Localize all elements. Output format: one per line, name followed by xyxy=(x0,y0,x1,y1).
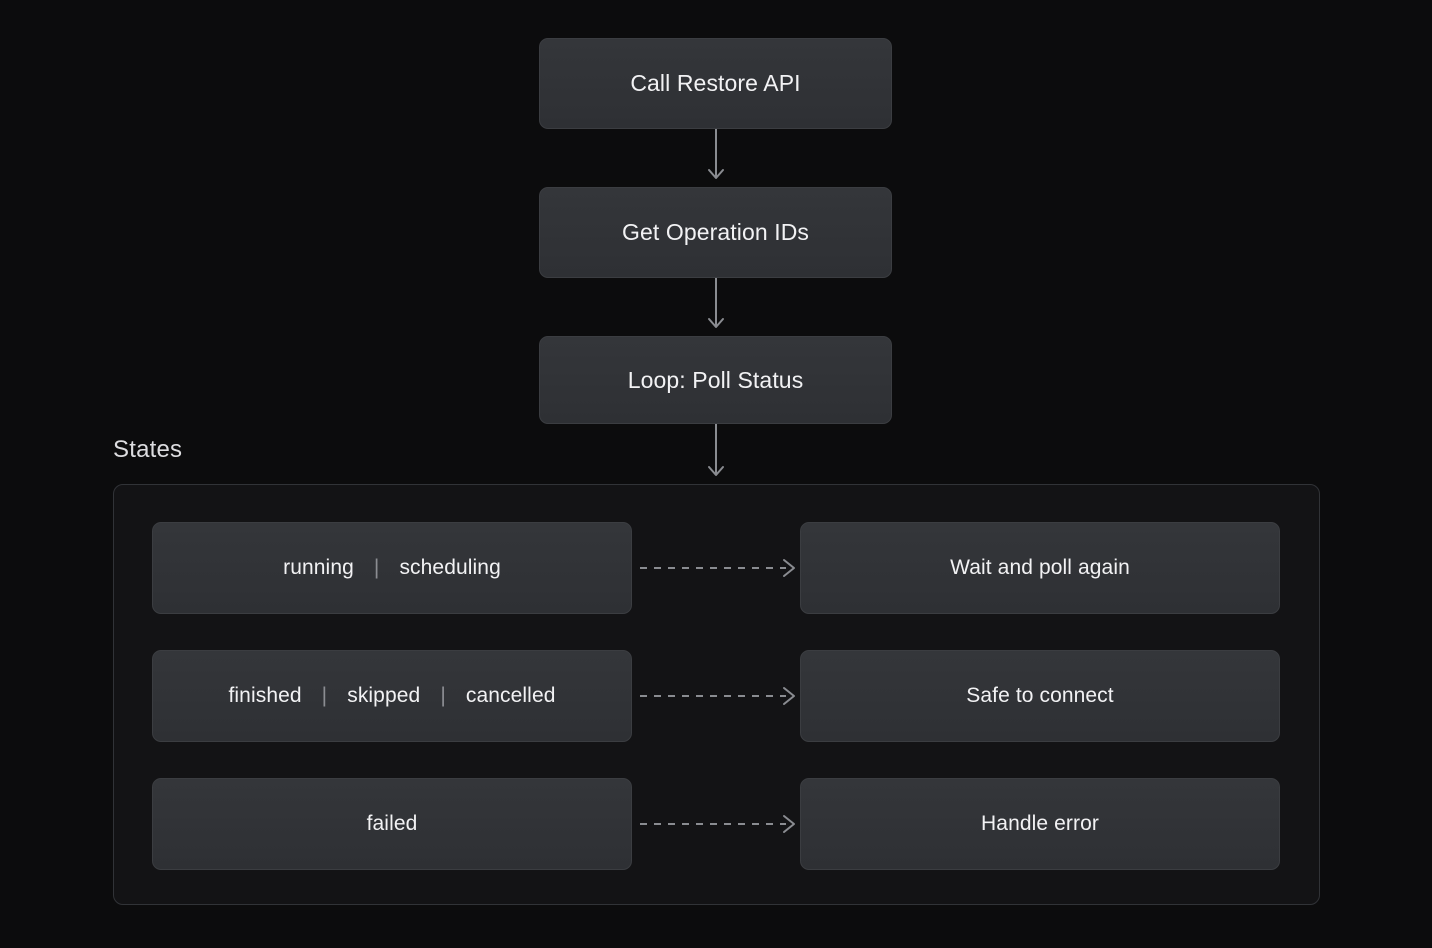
flow-node-get-operation-ids[interactable]: Get Operation IDs xyxy=(539,187,892,278)
arrow-loop-to-states xyxy=(700,424,732,484)
state-term: skipped xyxy=(347,684,421,707)
action-node-handle-error[interactable]: Handle error xyxy=(800,778,1280,870)
action-node-wait-and-poll-again[interactable]: Wait and poll again xyxy=(800,522,1280,614)
state-term: failed xyxy=(366,812,418,835)
flow-node-label: Call Restore API xyxy=(630,70,801,96)
state-separator: | xyxy=(440,684,446,707)
state-term: cancelled xyxy=(465,684,556,707)
state-separator: | xyxy=(373,556,380,579)
state-chip-running-scheduling[interactable]: running | scheduling xyxy=(152,522,632,614)
flow-node-label: Get Operation IDs xyxy=(621,219,810,245)
arrow-get-to-loop xyxy=(700,278,732,336)
flow-node-call-restore-api[interactable]: Call Restore API xyxy=(539,38,892,129)
action-node-label: Handle error xyxy=(981,812,1099,835)
state-term: running xyxy=(283,556,354,579)
flow-node-loop-poll-status[interactable]: Loop: Poll Status xyxy=(539,336,892,424)
state-term: scheduling xyxy=(399,556,501,579)
state-chip-failed[interactable]: failed xyxy=(152,778,632,870)
state-chip-finished-skipped-cancelled[interactable]: finished | skipped | cancelled xyxy=(152,650,632,742)
states-section-label: States xyxy=(113,436,183,463)
action-node-label: Wait and poll again xyxy=(950,556,1130,579)
state-separator: | xyxy=(321,684,328,707)
state-chip-row: running | scheduling xyxy=(265,556,519,580)
flow-node-label: Loop: Poll Status xyxy=(627,366,804,393)
arrow-call-to-get xyxy=(700,129,732,187)
action-node-label: Safe to connect xyxy=(966,684,1114,707)
state-chip-row: failed xyxy=(349,812,436,836)
action-node-safe-to-connect[interactable]: Safe to connect xyxy=(800,650,1280,742)
state-term: finished xyxy=(228,684,302,707)
state-chip-row: finished | skipped | cancelled xyxy=(210,684,573,708)
